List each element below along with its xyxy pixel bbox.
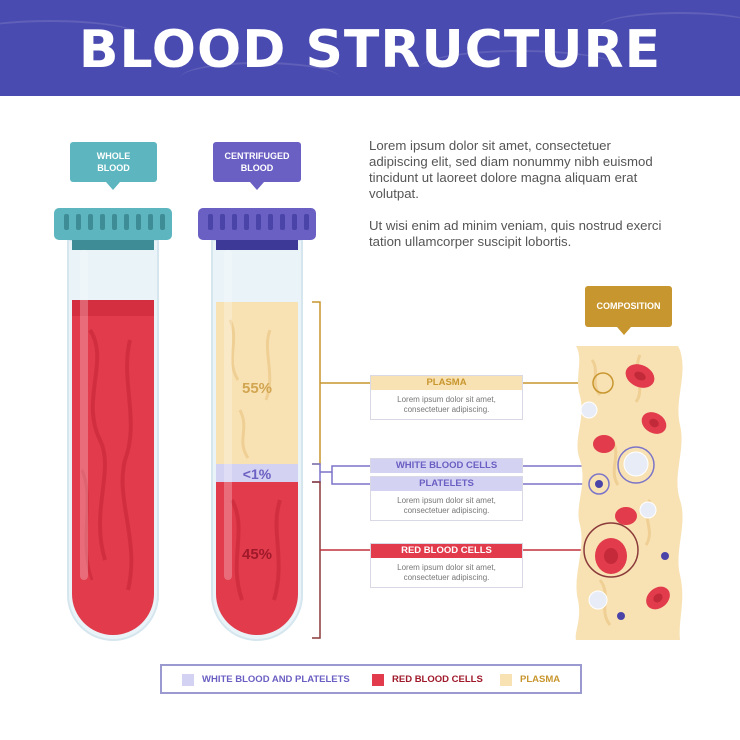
wbc-percentage: <1% — [242, 466, 272, 482]
wbc-card: WHITE BLOOD CELLS — [370, 458, 523, 473]
white-cells-layer — [216, 464, 298, 482]
legend-swatch-plasma — [500, 674, 512, 686]
legend-label-plasma: PLASMA — [520, 674, 561, 685]
legend-swatch-rbc — [372, 674, 384, 686]
centrifuged-blood-tube — [198, 208, 316, 641]
centrifuged-label-pointer — [250, 182, 264, 190]
header-wave — [180, 62, 340, 94]
connector-lines — [312, 301, 620, 639]
header-wave — [0, 20, 140, 52]
platelets-card-title: PLATELETS — [371, 477, 522, 491]
legend-swatch-wbc — [182, 674, 194, 686]
platelets-card-text: Lorem ipsum dolor sit amet, consectetuer… — [397, 496, 496, 515]
whole-blood-label: WHOLE BLOOD — [70, 142, 157, 182]
page-title: BLOOD STRUCTURE — [78, 20, 662, 80]
plasma-layer — [216, 302, 298, 464]
legend: WHITE BLOOD AND PLATELETS RED BLOOD CELL… — [160, 664, 582, 694]
header-wave — [420, 50, 620, 86]
composition-strip — [575, 346, 683, 640]
rbc-card-text: Lorem ipsum dolor sit amet, consectetuer… — [397, 563, 496, 582]
legend-label-rbc: RED BLOOD CELLS — [392, 674, 483, 685]
header-banner — [0, 0, 740, 96]
header-wave — [600, 12, 740, 42]
description-paragraph-2: Ut wisi enim ad minim veniam, quis nostr… — [369, 218, 662, 249]
whole-blood-tube — [54, 208, 172, 641]
composition-label-pointer — [617, 327, 631, 335]
rbc-card-title: RED BLOOD CELLS — [371, 544, 522, 558]
description-paragraph-1: Lorem ipsum dolor sit amet, consectetuer… — [369, 138, 653, 201]
rbc-card: RED BLOOD CELLS Lorem ipsum dolor sit am… — [370, 543, 523, 588]
whole-blood-label-text: WHOLE BLOOD — [96, 151, 131, 173]
legend-label-wbc: WHITE BLOOD AND PLATELETS — [202, 674, 350, 685]
platelets-card: PLATELETS Lorem ipsum dolor sit amet, co… — [370, 476, 523, 521]
plasma-percentage: 55% — [241, 380, 273, 397]
plasma-card-title: PLASMA — [371, 376, 522, 390]
whole-blood-label-pointer — [106, 182, 120, 190]
composition-label: COMPOSITION — [585, 286, 672, 327]
centrifuged-blood-label-text: CENTRIFUGED BLOOD — [224, 151, 290, 173]
rbc-percentage: 45% — [241, 546, 273, 563]
plasma-card-text: Lorem ipsum dolor sit amet, consectetuer… — [397, 395, 496, 414]
wbc-card-title: WHITE BLOOD CELLS — [371, 459, 522, 473]
plasma-card: PLASMA Lorem ipsum dolor sit amet, conse… — [370, 375, 523, 420]
centrifuged-blood-label: CENTRIFUGED BLOOD — [213, 142, 301, 182]
